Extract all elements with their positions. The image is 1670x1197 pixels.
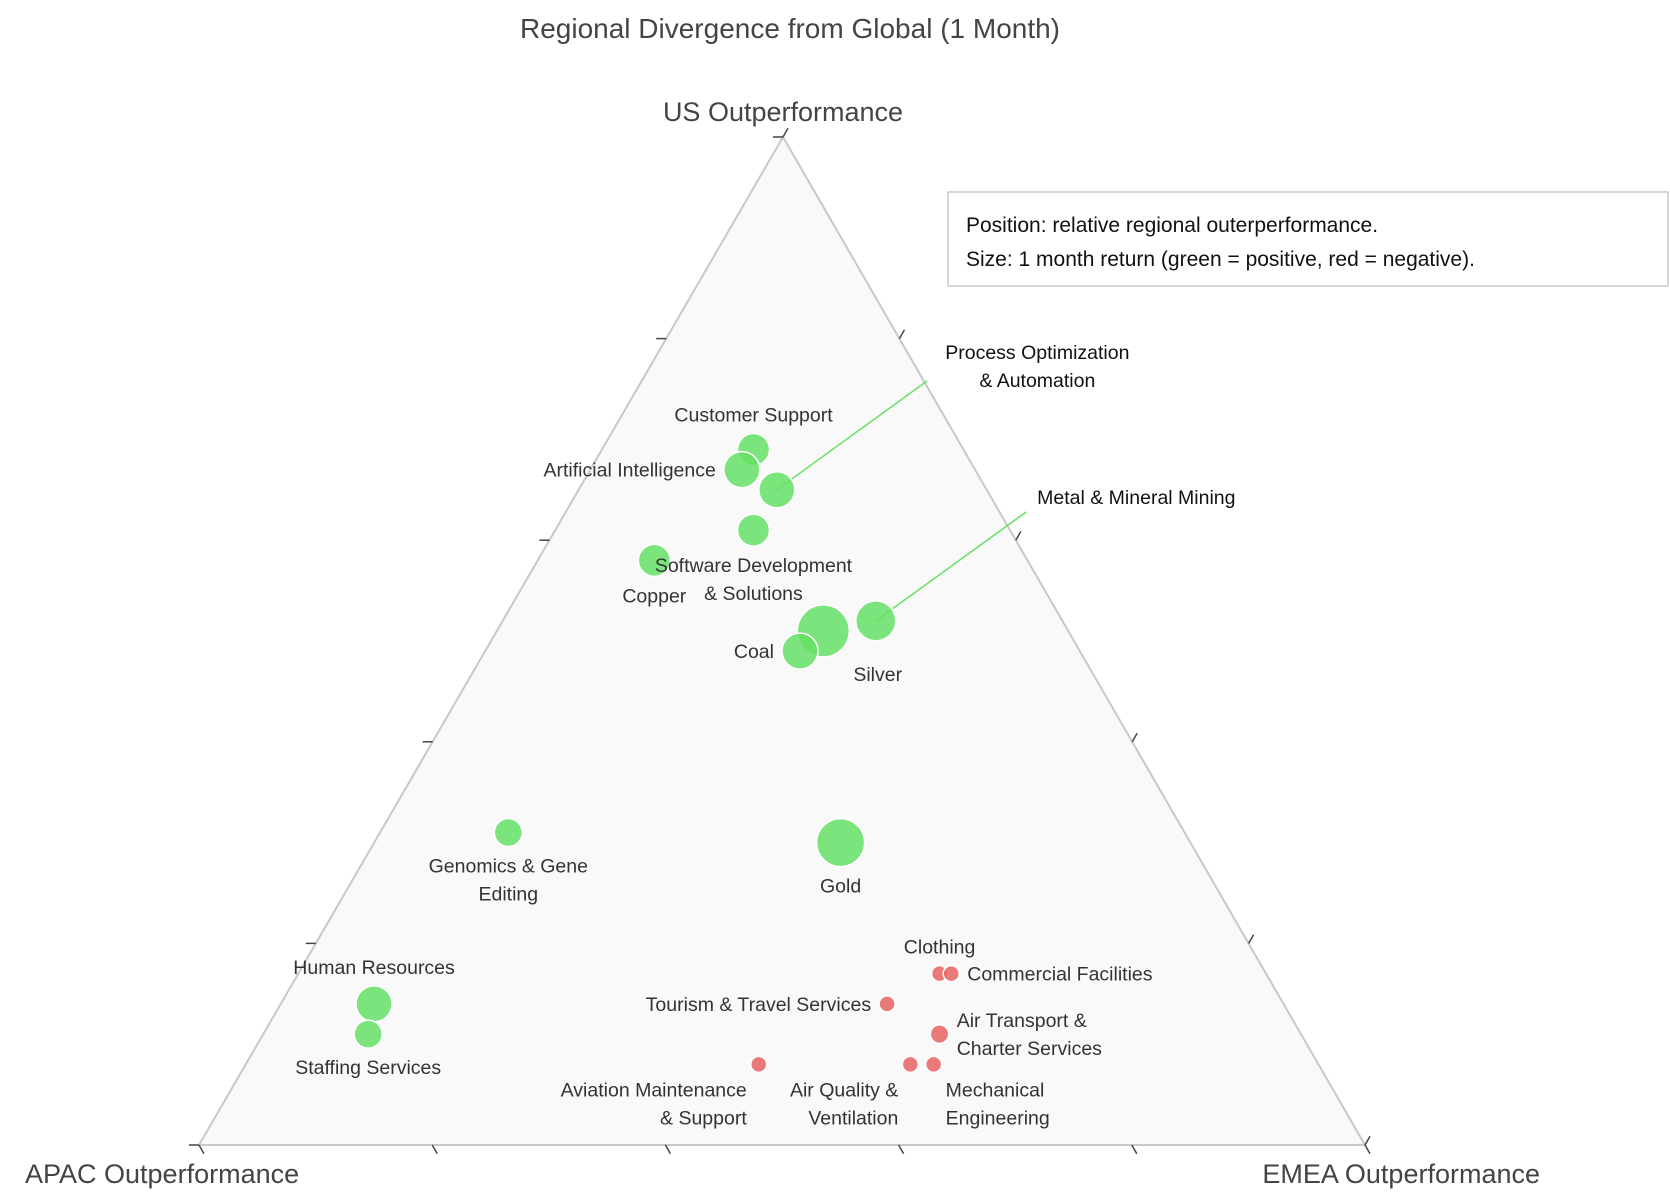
- tick-right: [1247, 934, 1255, 944]
- label-line: & Automation: [979, 370, 1095, 392]
- legend-box: Position: relative regional outerperform…: [947, 191, 1669, 287]
- label-line: Editing: [478, 884, 538, 906]
- legend-frame: [947, 191, 1669, 287]
- label-line: Tourism & Travel Services: [646, 994, 872, 1016]
- tick-right: [1015, 531, 1022, 541]
- label-line: Software Development: [655, 555, 853, 577]
- label-line: Commercial Facilities: [967, 964, 1153, 986]
- label-clothing: Clothing: [904, 937, 976, 959]
- label-line: Customer Support: [674, 404, 833, 426]
- marker-commercial-facilities[interactable]: [942, 964, 960, 983]
- tick-right: [898, 329, 906, 339]
- marker-software-development-solutions[interactable]: [736, 513, 771, 547]
- marker-genomics-gene-editing[interactable]: [493, 817, 524, 848]
- label-tourism-travel-services: Tourism & Travel Services: [646, 994, 872, 1016]
- tick-bottom: [897, 1144, 905, 1155]
- marker-air-transport-charter-services[interactable]: [929, 1024, 950, 1045]
- label-air-quality-ventilation: Air Quality & Ventilation: [790, 1079, 898, 1129]
- label-human-resources: Human Resources: [293, 957, 455, 979]
- label-staffing-services: Staffing Services: [295, 1057, 441, 1079]
- callout-lines: [776, 380, 1027, 622]
- tick-bottom: [431, 1144, 438, 1155]
- tick-bottom: [198, 1144, 205, 1155]
- axis-ticks: [189, 127, 1371, 1155]
- axis-label-us: US Outperformance: [663, 97, 903, 127]
- label-software-development-solutions: Software Development & Solutions: [655, 555, 853, 605]
- label-process-optimization-automation: Process Optimization & Automation: [945, 342, 1129, 392]
- label-line: Process Optimization: [945, 342, 1129, 364]
- tick-bottom: [1364, 1144, 1371, 1155]
- label-line: Air Quality &: [790, 1079, 898, 1101]
- axis-label-emea: EMEA Outperformance: [1262, 1159, 1540, 1189]
- marker-mechanical-engineering[interactable]: [924, 1055, 943, 1074]
- marker-copper[interactable]: [637, 543, 672, 578]
- label-line: Metal & Mineral Mining: [1037, 487, 1235, 509]
- label-line: Artificial Intelligence: [544, 460, 716, 482]
- marker-gold[interactable]: [815, 817, 866, 868]
- label-air-transport-charter-services: Air Transport & Charter Services: [957, 1010, 1102, 1060]
- label-line: & Support: [660, 1107, 747, 1129]
- markers: [353, 432, 960, 1074]
- label-line: Coal: [734, 641, 774, 663]
- legend-line-2: Size: 1 month return (green = positive, …: [966, 248, 1475, 271]
- label-coal: Coal: [734, 641, 774, 663]
- label-aviation-maintenance-support: Aviation Maintenance & Support: [561, 1079, 748, 1129]
- marker-human-resources[interactable]: [355, 985, 393, 1023]
- callout-line: [875, 511, 1027, 622]
- label-line: Clothing: [904, 937, 976, 959]
- marker-tourism-travel-services[interactable]: [878, 995, 896, 1013]
- label-line: Genomics & Gene: [429, 856, 588, 878]
- marker-metal-mineral-mining[interactable]: [855, 600, 897, 642]
- chart-title: Regional Divergence from Global (1 Month…: [520, 13, 1060, 44]
- marker-coal[interactable]: [781, 632, 819, 670]
- label-silver: Silver: [853, 664, 902, 686]
- label-line: Staffing Services: [295, 1057, 441, 1079]
- marker-process-optimization-automation[interactable]: [758, 471, 796, 509]
- label-line: Air Transport &: [957, 1010, 1087, 1032]
- label-line: & Solutions: [704, 583, 803, 605]
- label-line: Ventilation: [808, 1107, 898, 1129]
- label-customer-support: Customer Support: [674, 404, 833, 426]
- label-line: Silver: [853, 664, 902, 686]
- marker-artificial-intelligence[interactable]: [723, 450, 761, 489]
- callout-line: [776, 380, 928, 491]
- tick-right: [1131, 732, 1138, 743]
- label-line: Mechanical: [946, 1079, 1045, 1101]
- label-line: Charter Services: [957, 1038, 1102, 1060]
- marker-aviation-maintenance-support[interactable]: [750, 1055, 768, 1074]
- label-gold: Gold: [820, 876, 861, 898]
- tick-bottom: [664, 1144, 672, 1155]
- legend-line-1: Position: relative regional outerperform…: [966, 214, 1378, 237]
- label-commercial-facilities: Commercial Facilities: [967, 964, 1153, 986]
- tick-bottom: [1131, 1144, 1138, 1155]
- label-line: Gold: [820, 876, 861, 898]
- marker-staffing-services[interactable]: [353, 1019, 383, 1049]
- marker-air-quality-ventilation[interactable]: [901, 1055, 920, 1074]
- label-line: Human Resources: [293, 957, 455, 979]
- axis-label-apac: APAC Outperformance: [25, 1159, 299, 1189]
- label-metal-mineral-mining: Metal & Mineral Mining: [1037, 487, 1235, 509]
- label-line: Engineering: [946, 1107, 1050, 1129]
- plot-area: [197, 135, 1367, 1146]
- label-line: Aviation Maintenance: [561, 1079, 747, 1101]
- label-line: Copper: [622, 585, 686, 607]
- label-copper: Copper: [622, 585, 686, 607]
- tick-right: [782, 127, 789, 138]
- tick-right: [1364, 1135, 1371, 1146]
- label-artificial-intelligence: Artificial Intelligence: [544, 460, 716, 482]
